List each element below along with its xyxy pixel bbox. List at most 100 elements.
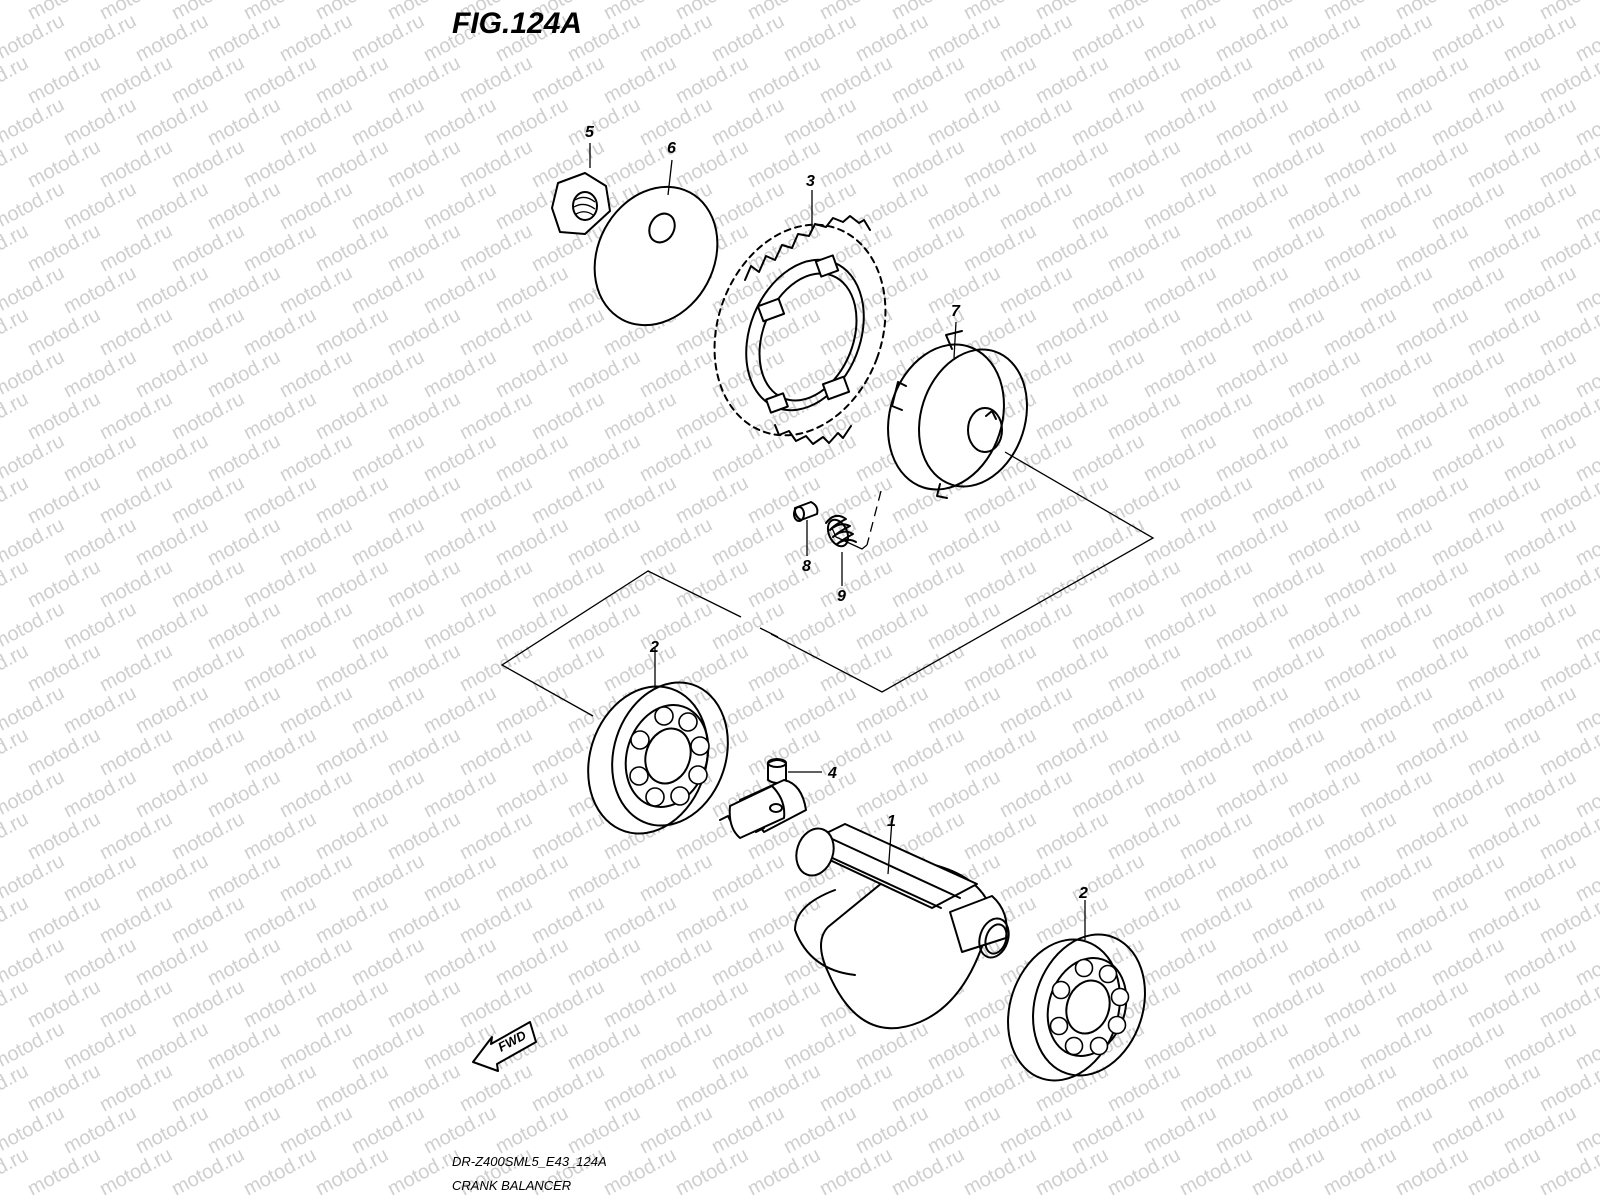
watermark-text: motod.ru <box>1356 178 1436 234</box>
watermark-text: motod.ru <box>1428 1102 1508 1158</box>
watermark-text: motod.ru <box>132 178 212 234</box>
watermark-text: motod.ru <box>780 1102 860 1158</box>
watermark-text: motod.ru <box>636 1102 716 1158</box>
watermark-text: motod.ru <box>1104 136 1184 192</box>
watermark-text: motod.ru <box>1212 766 1292 822</box>
hub-part <box>887 330 1028 499</box>
watermark-text: motod.ru <box>1500 934 1580 990</box>
watermark-text: motod.ru <box>996 766 1076 822</box>
watermark-text: motod.ru <box>0 724 32 780</box>
watermark-text: motod.ru <box>1464 1060 1544 1116</box>
watermark-text: motod.ru <box>276 598 356 654</box>
watermark-text: motod.ru <box>636 934 716 990</box>
watermark-text: motod.ru <box>0 556 32 612</box>
watermark-text: motod.ru <box>1032 304 1112 360</box>
watermark-text: motod.ru <box>996 598 1076 654</box>
callout-pin: 8 <box>802 558 811 575</box>
watermark-text: motod.ru <box>0 976 32 1032</box>
watermark-text: motod.ru <box>1500 766 1580 822</box>
watermark-text: motod.ru <box>852 10 932 66</box>
watermark-text: motod.ru <box>1464 808 1544 864</box>
watermark-text: motod.ru <box>1392 808 1472 864</box>
watermark-text: motod.ru <box>132 934 212 990</box>
watermark-text: motod.ru <box>24 388 104 444</box>
watermark-text: motod.ru <box>312 976 392 1032</box>
watermark-text: motod.ru <box>96 1060 176 1116</box>
watermark-text: motod.ru <box>420 430 500 486</box>
watermark-text: motod.ru <box>312 472 392 528</box>
leader-hub <box>953 321 957 359</box>
watermark-text: motod.ru <box>1320 556 1400 612</box>
watermark-text: motod.ru <box>1500 682 1580 738</box>
watermark-text: motod.ru <box>384 388 464 444</box>
watermark-text: motod.ru <box>1248 136 1328 192</box>
watermark-text: motod.ru <box>960 724 1040 780</box>
watermark-text: motod.ru <box>852 1102 932 1158</box>
watermark-text: motod.ru <box>1140 1018 1220 1074</box>
watermark-text: motod.ru <box>1248 640 1328 696</box>
watermark-text: motod.ru <box>420 514 500 570</box>
watermark-text: motod.ru <box>996 10 1076 66</box>
watermark-text: motod.ru <box>276 766 356 822</box>
watermark-text: motod.ru <box>1356 346 1436 402</box>
watermark-text: motod.ru <box>1428 178 1508 234</box>
watermark-text: motod.ru <box>1032 472 1112 528</box>
watermark-text: motod.ru <box>600 388 680 444</box>
watermark-text: motod.ru <box>744 1060 824 1116</box>
watermark-text: motod.ru <box>168 1144 248 1200</box>
watermark-text: motod.ru <box>1500 262 1580 318</box>
watermark-text: motod.ru <box>708 94 788 150</box>
watermark-text: motod.ru <box>780 682 860 738</box>
watermark-text: motod.ru <box>168 388 248 444</box>
watermark-text: motod.ru <box>132 514 212 570</box>
watermark-text: motod.ru <box>1464 52 1544 108</box>
watermark-text: motod.ru <box>636 514 716 570</box>
watermark-text: motod.ru <box>132 1102 212 1158</box>
watermark-text: motod.ru <box>348 178 428 234</box>
watermark-text: motod.ru <box>384 1060 464 1116</box>
callout-key: 4 <box>827 765 837 782</box>
watermark-text: motod.ru <box>96 220 176 276</box>
watermark-text: motod.ru <box>1320 640 1400 696</box>
watermark-text: motod.ru <box>60 430 140 486</box>
watermark-text: motod.ru <box>1104 388 1184 444</box>
watermark-text: motod.ru <box>456 724 536 780</box>
watermark-text: motod.ru <box>1032 52 1112 108</box>
watermark-text: motod.ru <box>1248 220 1328 276</box>
watermark-text: motod.ru <box>888 1144 968 1200</box>
watermark-text: motod.ru <box>240 136 320 192</box>
watermark-text: motod.ru <box>1320 724 1400 780</box>
watermark-text: motod.ru <box>780 1018 860 1074</box>
watermark-text: motod.ru <box>240 388 320 444</box>
watermark-text: motod.ru <box>0 52 32 108</box>
callout-hub: 7 <box>951 303 961 320</box>
watermark-text: motod.ru <box>420 598 500 654</box>
watermark-text: motod.ru <box>924 10 1004 66</box>
watermark-text: motod.ru <box>348 682 428 738</box>
watermark-text: motod.ru <box>1140 178 1220 234</box>
watermark-text: motod.ru <box>1248 724 1328 780</box>
nut-part <box>551 172 611 235</box>
watermark-text: motod.ru <box>384 136 464 192</box>
pin-part <box>793 501 819 522</box>
figure-title: FIG.124A <box>452 7 582 40</box>
watermark-text: motod.ru <box>24 220 104 276</box>
watermark-text: motod.ru <box>384 220 464 276</box>
watermark-text: motod.ru <box>240 556 320 612</box>
watermark-text: motod.ru <box>456 220 536 276</box>
watermark-text: motod.ru <box>60 682 140 738</box>
watermark-text: motod.ru <box>1176 220 1256 276</box>
watermark-text: motod.ru <box>420 346 500 402</box>
watermark-text: motod.ru <box>312 136 392 192</box>
watermark-text: motod.ru <box>1284 1018 1364 1074</box>
watermark-text: motod.ru <box>204 430 284 486</box>
watermark-text: motod.ru <box>1428 766 1508 822</box>
watermark-text: motod.ru <box>528 472 608 528</box>
watermark-text: motod.ru <box>24 976 104 1032</box>
watermark-text: motod.ru <box>24 136 104 192</box>
figure-caption: CRANK BALANCER <box>452 1178 571 1193</box>
figure-code: DR-Z400SML5_E43_124A <box>452 1154 607 1169</box>
watermark-text: motod.ru <box>1248 1144 1328 1200</box>
watermark-text: motod.ru <box>0 808 32 864</box>
watermark-text: motod.ru <box>24 640 104 696</box>
